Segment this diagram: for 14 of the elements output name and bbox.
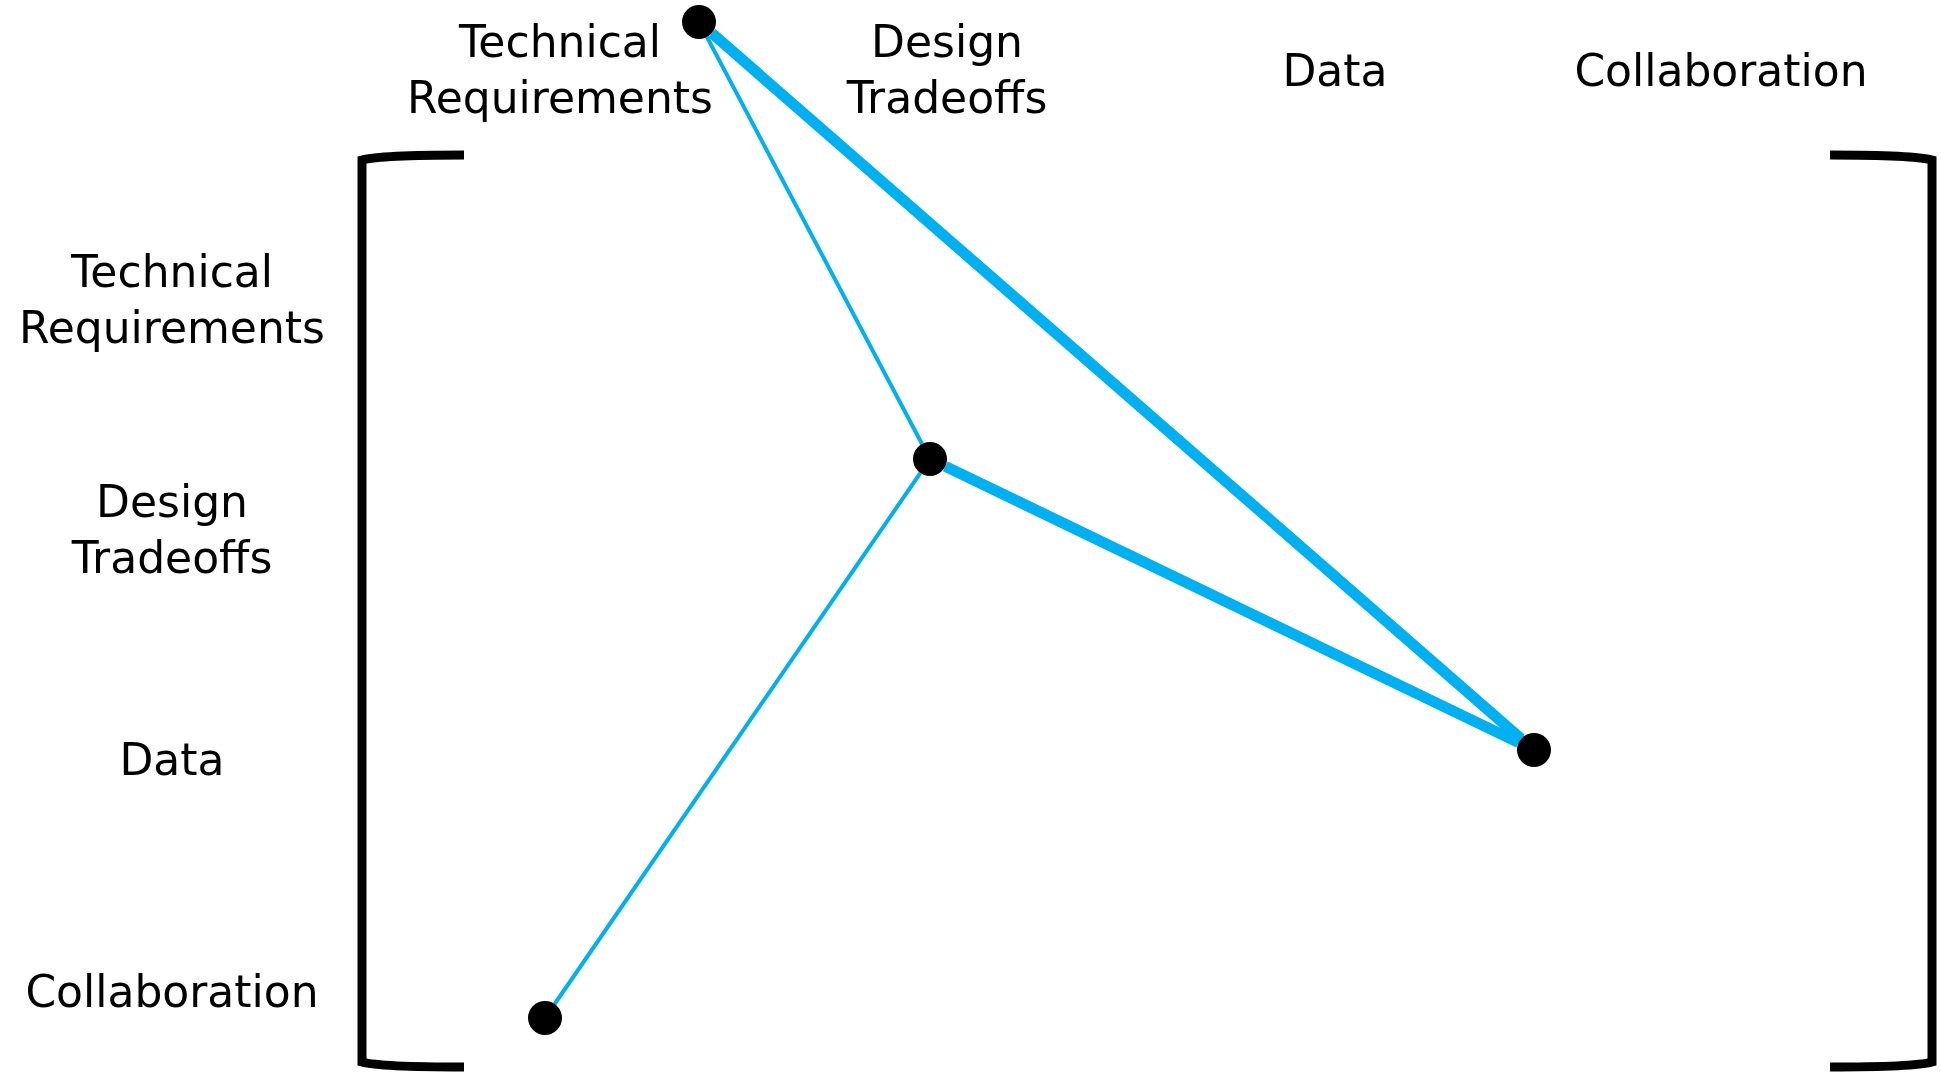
column-header: Design Tradeoffs (845, 15, 1049, 125)
column-header: Data (1281, 44, 1389, 98)
connector-line (553, 471, 922, 1006)
row-header: Technical Requirements (18, 245, 326, 355)
node-dot (1517, 733, 1551, 767)
node-dot (528, 1001, 562, 1035)
connector-line (705, 36, 924, 445)
node-dot (682, 5, 716, 39)
row-header: Data (118, 733, 226, 787)
node-dot (913, 442, 947, 476)
row-header: Design Tradeoffs (70, 475, 274, 585)
column-header: Technical Requirements (406, 15, 714, 125)
row-header: Collaboration (24, 965, 320, 1019)
column-header: Collaboration (1573, 44, 1869, 98)
